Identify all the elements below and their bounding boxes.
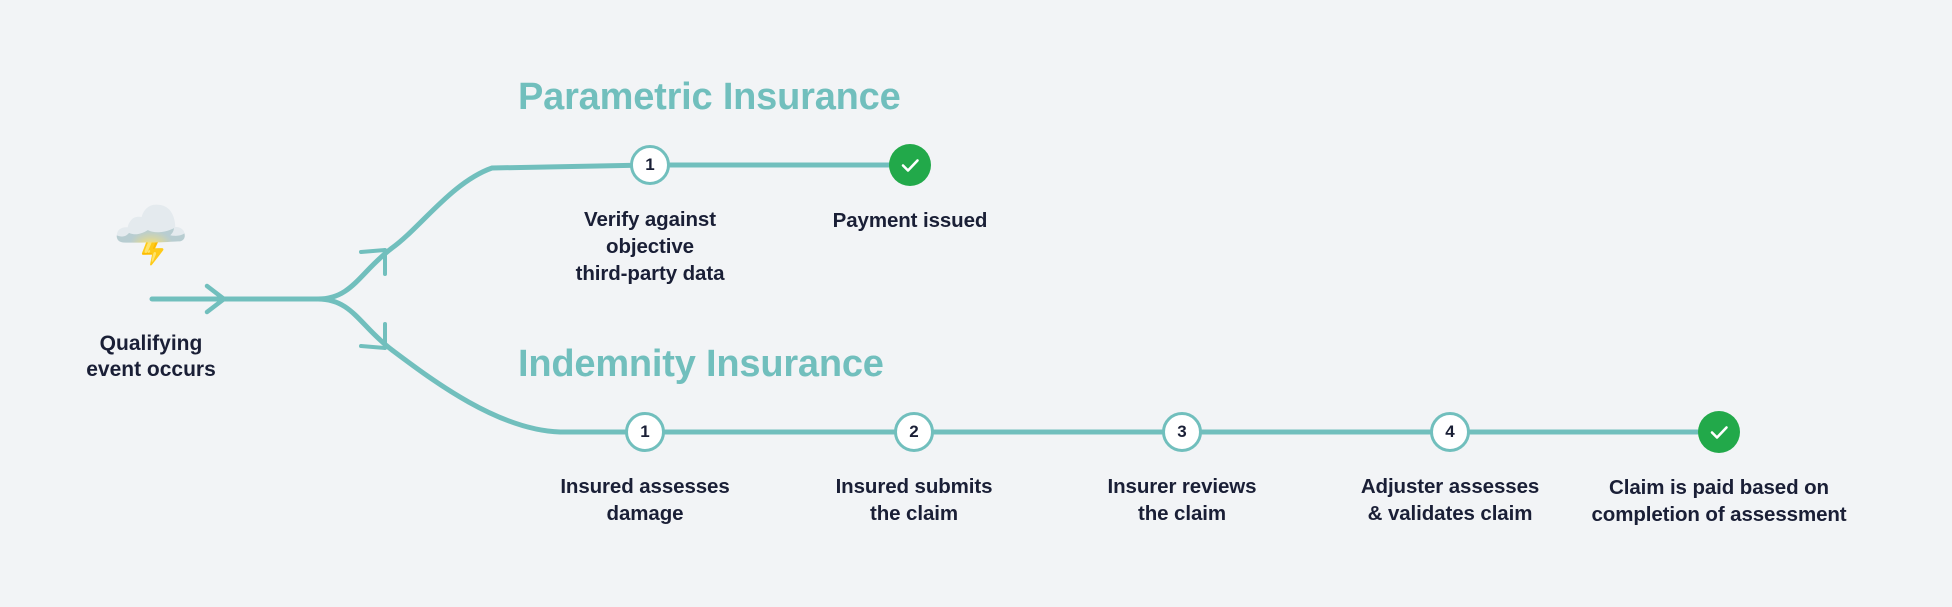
check-circle-icon	[1698, 411, 1740, 453]
step-label: Insured submits the claim	[835, 475, 993, 526]
parametric-step-payment-issued[interactable]: Payment issued	[810, 144, 1010, 234]
step-number-badge: 4	[1430, 412, 1470, 452]
step-number-badge: 1	[625, 412, 665, 452]
cloud-lightning-icon: 🌩️	[112, 201, 190, 270]
step-label: Adjuster assesses & validates claim	[1360, 475, 1540, 526]
checkmark-icon	[901, 159, 919, 172]
step-label: Payment issued	[832, 209, 988, 232]
source-node-label: Qualifying event occurs	[86, 332, 216, 381]
step-number-badge: 1	[630, 145, 670, 185]
indemnity-step-claim-paid[interactable]: Claim is paid based on completion of ass…	[1591, 411, 1847, 528]
step-number-badge: 2	[894, 412, 934, 452]
parametric-step-1[interactable]: 1 Verify against objective third-party d…	[550, 145, 750, 287]
checkmark-icon	[1710, 426, 1728, 439]
source-node-qualifying-event: 🌩️ Qualifying event occurs	[60, 205, 290, 382]
step-label: Claim is paid based on completion of ass…	[1591, 476, 1847, 527]
step-label: Insurer reviews the claim	[1107, 475, 1257, 526]
branch-title-indemnity: Indemnity Insurance	[518, 343, 884, 385]
indemnity-step-3[interactable]: 3 Insurer reviews the claim	[1082, 412, 1282, 527]
step-label: Insured assesses damage	[560, 475, 730, 526]
step-number-badge: 3	[1162, 412, 1202, 452]
indemnity-step-1[interactable]: 1 Insured assesses damage	[545, 412, 745, 527]
check-circle-icon	[889, 144, 931, 186]
step-label: Verify against objective third-party dat…	[575, 208, 725, 286]
indemnity-step-4[interactable]: 4 Adjuster assesses & validates claim	[1350, 412, 1550, 527]
branch-title-parametric: Parametric Insurance	[518, 76, 901, 118]
indemnity-step-2[interactable]: 2 Insured submits the claim	[814, 412, 1014, 527]
